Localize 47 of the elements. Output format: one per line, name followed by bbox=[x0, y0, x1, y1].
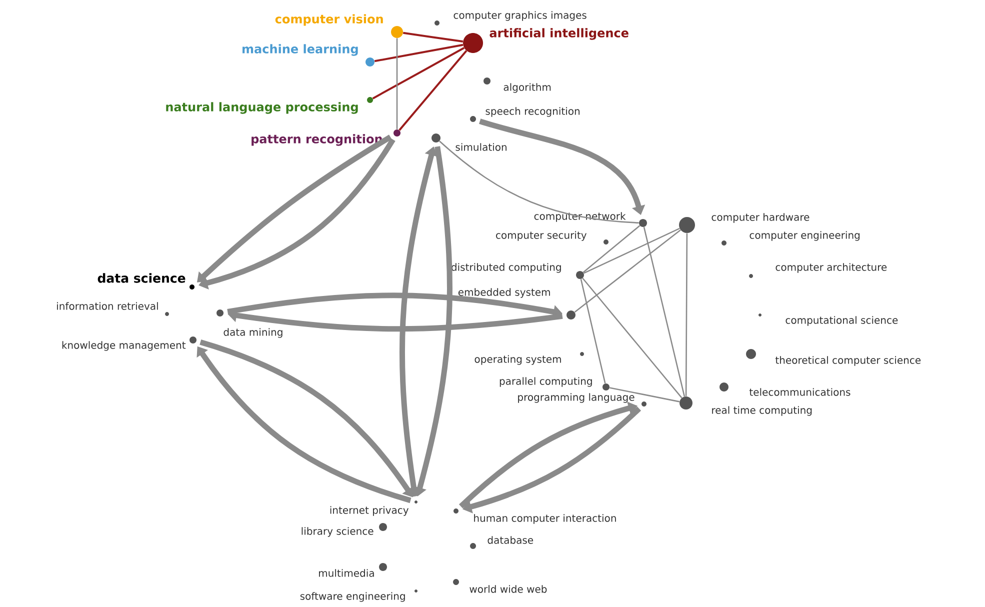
node-label: distributed computing bbox=[452, 263, 561, 273]
connector-line bbox=[374, 44, 464, 62]
node-label: embedded system bbox=[458, 288, 550, 298]
node-label: database bbox=[488, 536, 534, 544]
connector-line bbox=[396, 38, 398, 130]
node-label: machine learning bbox=[242, 44, 358, 56]
node-label: speech recognition bbox=[486, 107, 580, 117]
node-label: information retrieval bbox=[57, 302, 158, 310]
node-label: computer vision bbox=[275, 14, 383, 26]
node-label: programming language bbox=[518, 393, 634, 403]
node-label: data mining bbox=[224, 328, 282, 338]
node-label: computer engineering bbox=[750, 231, 860, 241]
connector-line bbox=[582, 225, 640, 273]
node-label: artificial intelligence bbox=[490, 28, 628, 40]
node-label: computational science bbox=[786, 316, 898, 326]
connector-line bbox=[610, 387, 680, 402]
node-label: computer hardware bbox=[712, 213, 810, 223]
node-label: real time computing bbox=[712, 406, 812, 416]
node-label: telecommunications bbox=[749, 388, 850, 396]
connector-line bbox=[643, 226, 686, 397]
node-label: pattern recognition bbox=[252, 134, 382, 146]
node-label: human computer interaction bbox=[474, 514, 616, 524]
connector-line bbox=[574, 230, 681, 313]
connector-line bbox=[580, 278, 606, 384]
node-label: simulation bbox=[456, 143, 506, 151]
node-label: algorithm bbox=[504, 83, 551, 93]
node-label: theoretical computer science bbox=[775, 356, 921, 366]
connector-line bbox=[403, 32, 464, 43]
connector-line bbox=[398, 50, 468, 131]
node-label: parallel computing bbox=[500, 377, 592, 387]
node-label: internet privacy bbox=[330, 506, 409, 516]
node-label: computer architecture bbox=[776, 263, 887, 273]
node-label: data science bbox=[98, 273, 186, 283]
node-label: library science bbox=[302, 527, 374, 537]
connector-line bbox=[582, 278, 682, 398]
node-label: computer security bbox=[496, 231, 586, 241]
node-label: knowledge management bbox=[62, 341, 186, 351]
node-label: natural language processing bbox=[166, 102, 358, 114]
node-label: computer graphics images bbox=[454, 11, 586, 21]
connector-line bbox=[439, 140, 639, 224]
node-label: operating system bbox=[474, 355, 561, 365]
node-label: software engineering bbox=[300, 592, 405, 602]
node-label: world wide web bbox=[470, 585, 547, 593]
connector-line bbox=[372, 47, 465, 100]
node-label: multimedia bbox=[319, 569, 374, 577]
connector-line bbox=[685, 233, 688, 396]
connector-line bbox=[584, 228, 680, 274]
